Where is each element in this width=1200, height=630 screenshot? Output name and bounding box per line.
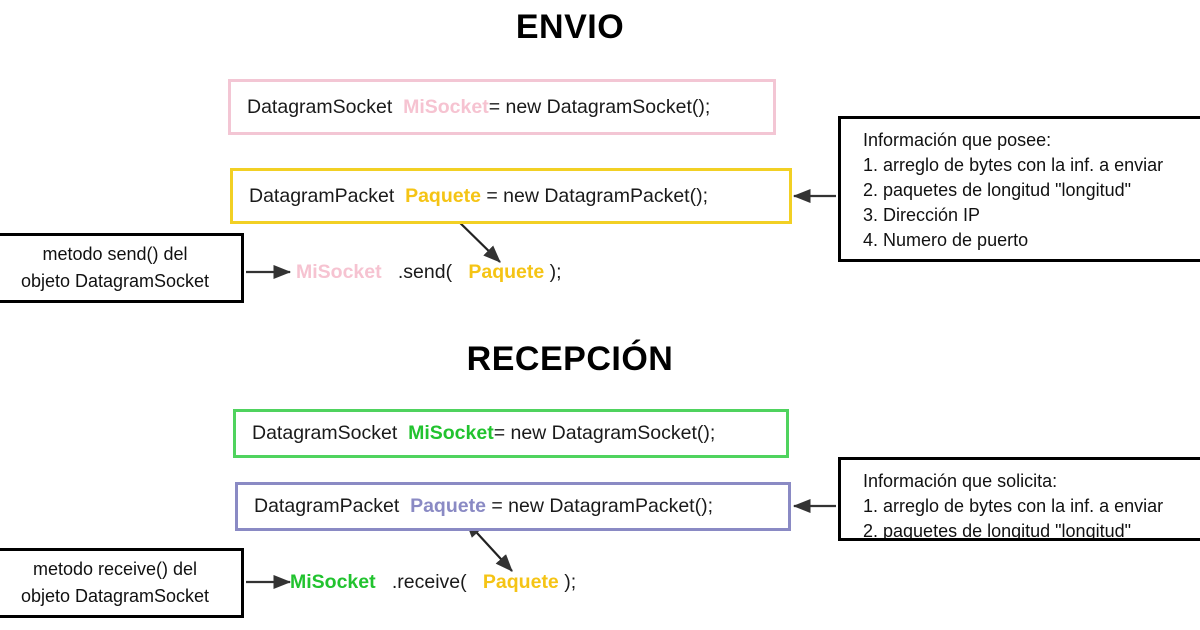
envio-socket-statement-box: DatagramSocket MiSocket = new DatagramSo…	[228, 79, 776, 135]
recepcion-info-item-1: 1. arreglo de bytes con la inf. a enviar	[863, 496, 1164, 516]
recepcion-packet-var-token: Paquete	[410, 495, 486, 517]
recepcion-packet-statement-box: DatagramPacket Paquete = new DatagramPac…	[235, 482, 791, 531]
recepcion-call-method-token: .receive(	[391, 571, 467, 593]
envio-info-item-2: 2. paquetes de longitud "longitud"	[863, 180, 1131, 200]
envio-socket-type-token: DatagramSocket	[247, 95, 393, 118]
recepcion-info-item-2: 2. paquetes de longitud "longitud"	[863, 521, 1131, 541]
section-title-envio: ENVIO	[515, 8, 625, 46]
recepcion-method-note-line-2: objeto DatagramSocket	[20, 586, 210, 606]
envio-send-call-line: MiSocket .send( Paquete );	[296, 261, 562, 284]
envio-method-note-line-2: objeto DatagramSocket	[20, 271, 210, 291]
envio-socket-var-token: MiSocket	[403, 95, 489, 118]
envio-info-heading: Información que posee:	[863, 130, 1052, 150]
recepcion-call-arg-token: Paquete	[482, 571, 559, 593]
recepcion-packet-assign-token: = new DatagramPacket();	[491, 495, 713, 517]
envio-packet-type-token: DatagramPacket	[249, 184, 395, 207]
envio-call-object-token: MiSocket	[296, 261, 382, 283]
envio-packet-assign-token: = new DatagramPacket();	[486, 184, 708, 207]
recepcion-call-object-token: MiSocket	[290, 571, 376, 593]
envio-socket-assign-token: = new DatagramSocket();	[488, 95, 711, 118]
envio-call-method-token: .send(	[397, 261, 453, 283]
recepcion-socket-assign-token: = new DatagramSocket();	[493, 422, 716, 444]
envio-info-item-3: 3. Dirección IP	[863, 205, 981, 225]
recepcion-socket-type-token: DatagramSocket	[252, 422, 398, 444]
envio-packet-var-token: Paquete	[405, 184, 481, 207]
recepcion-info-note-box: Información que solicita: 1. arreglo de …	[838, 457, 1200, 541]
recepcion-info-heading: Información que solicita:	[863, 471, 1058, 491]
recepcion-socket-statement-box: DatagramSocket MiSocket = new DatagramSo…	[233, 409, 789, 458]
envio-info-note-box: Información que posee: 1. arreglo de byt…	[838, 116, 1200, 262]
recepcion-method-note-box: metodo receive() del objeto DatagramSock…	[0, 548, 244, 618]
recepcion-method-note-line-1: metodo receive() del	[32, 559, 198, 579]
section-title-recepcion: RECEPCIÓN	[466, 340, 674, 378]
envio-info-item-1: 1. arreglo de bytes con la inf. a enviar	[863, 155, 1164, 175]
envio-info-item-4: 4. Numero de puerto	[863, 230, 1029, 250]
envio-packet-statement-box: DatagramPacket Paquete = new DatagramPac…	[230, 168, 792, 224]
envio-method-note-box: metodo send() del objeto DatagramSocket	[0, 233, 244, 303]
envio-call-tail-token: );	[549, 261, 562, 283]
envio-method-note-line-1: metodo send() del	[42, 244, 188, 264]
recepcion-packet-type-token: DatagramPacket	[254, 495, 400, 517]
envio-call-arg-token: Paquete	[468, 261, 545, 283]
recepcion-socket-var-token: MiSocket	[408, 422, 494, 444]
recepcion-call-tail-token: );	[564, 571, 577, 593]
recepcion-receive-call-line: MiSocket .receive( Paquete );	[290, 571, 576, 594]
